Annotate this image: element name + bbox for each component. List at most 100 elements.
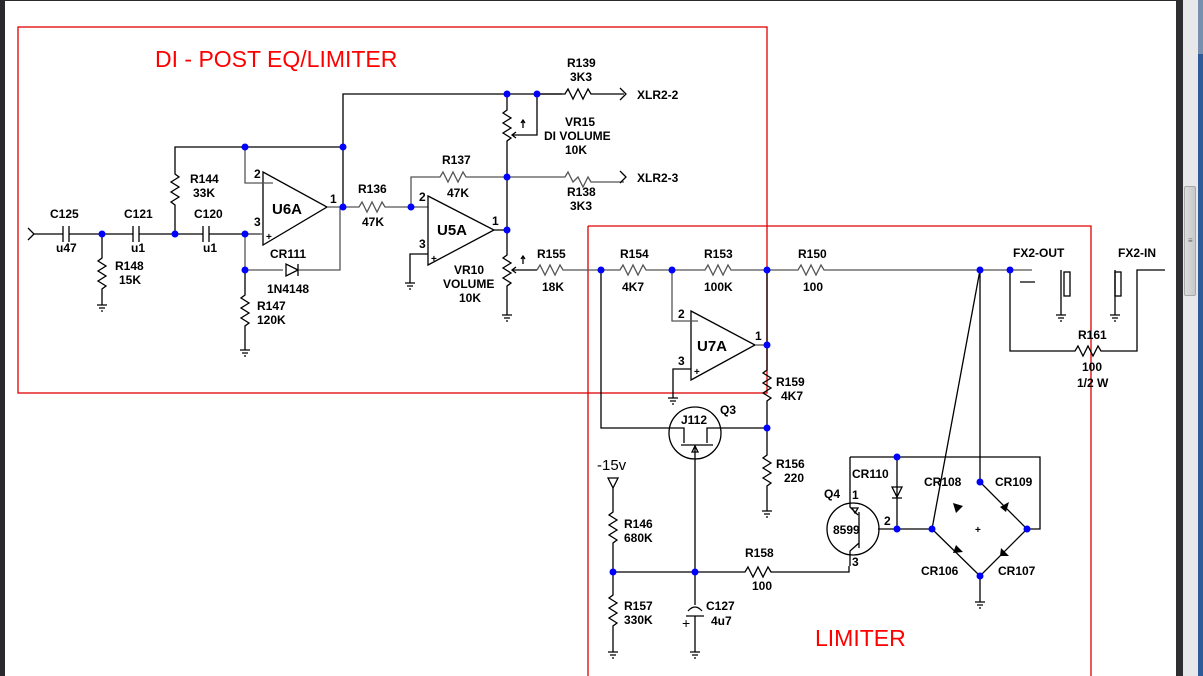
capacitor-c121 bbox=[132, 226, 140, 242]
fx2-out-jack-icon bbox=[1063, 271, 1071, 297]
fx2-in-jack-icon bbox=[1114, 271, 1122, 297]
resistor-r138 bbox=[507, 170, 624, 189]
cr108-ref: CR108 bbox=[924, 475, 962, 489]
u5a-pin-3: 3 bbox=[419, 237, 426, 251]
ground-icon bbox=[608, 651, 618, 659]
vr10-ref: VR10 bbox=[454, 263, 484, 277]
ground-icon bbox=[97, 304, 107, 312]
ground-icon bbox=[405, 282, 415, 290]
vr15-ref: VR15 bbox=[565, 115, 595, 129]
net-label-xlr2-3: XLR2-3 bbox=[637, 171, 679, 185]
grip-icon: ≡ bbox=[1188, 236, 1193, 245]
q4-pin-3: 3 bbox=[852, 555, 859, 569]
net-label-xlr2-2: XLR2-2 bbox=[637, 88, 679, 102]
neg15v-supply-icon bbox=[606, 477, 620, 490]
ground-icon bbox=[690, 651, 700, 659]
svg-text:+: + bbox=[266, 232, 272, 243]
vr15-value: 10K bbox=[565, 143, 587, 157]
vr10-name: VOLUME bbox=[443, 277, 494, 291]
c121-ref: C121 bbox=[124, 207, 153, 221]
resistor-r137 bbox=[410, 170, 507, 207]
svg-text:+: + bbox=[431, 254, 437, 265]
r156-value: 220 bbox=[784, 471, 804, 485]
di-post-section-box bbox=[17, 26, 768, 394]
r159-value: 4K7 bbox=[781, 389, 803, 403]
r138-ref: R138 bbox=[567, 185, 596, 199]
cr109-ref: CR109 bbox=[995, 475, 1033, 489]
r138-value: 3K3 bbox=[570, 199, 592, 213]
capacitor-c120 bbox=[202, 226, 210, 242]
bridge-diode-arrows-icon bbox=[953, 502, 1009, 556]
vr10-arrow-icon bbox=[520, 254, 526, 264]
ground-icon bbox=[762, 510, 772, 518]
limiter-section-box bbox=[587, 225, 1092, 676]
opamp-u7a bbox=[690, 309, 757, 382]
opamp-u6a bbox=[262, 170, 329, 247]
u6a-ref: U6A bbox=[272, 201, 302, 218]
r146-value: 680K bbox=[624, 531, 653, 545]
u7a-ref: U7A bbox=[697, 338, 727, 355]
r153-value: 100K bbox=[704, 280, 733, 294]
r161-rating: 1/2 W bbox=[1077, 376, 1109, 390]
r136-ref: R136 bbox=[358, 182, 387, 196]
vr15-arrow-icon bbox=[520, 118, 526, 128]
u5a-pin-1: 1 bbox=[492, 214, 499, 228]
cr110-ref: CR110 bbox=[852, 467, 889, 481]
u6a-pin-3: 3 bbox=[254, 215, 261, 229]
r136-value: 47K bbox=[362, 215, 384, 229]
cr111-ref: CR111 bbox=[270, 247, 306, 261]
q4-pin-2: 2 bbox=[884, 514, 891, 528]
fx2-jack-wires bbox=[1020, 270, 1116, 315]
schematic-canvas: DI - POST EQ/LIMITER LIMITER C125 u47 C1… bbox=[5, 1, 1176, 676]
q4-value: 8599 bbox=[833, 523, 860, 537]
vr15-wiper bbox=[510, 94, 538, 139]
r161-ref: R161 bbox=[1078, 328, 1107, 342]
c121-value: u1 bbox=[131, 241, 145, 255]
opamp-u5a bbox=[427, 194, 496, 267]
limiter-main-wire bbox=[601, 263, 1032, 277]
potentiometer-vr15 bbox=[501, 94, 513, 230]
r150-ref: R150 bbox=[798, 247, 827, 261]
section-title-limiter: LIMITER bbox=[815, 625, 906, 651]
q4-wires bbox=[849, 457, 897, 566]
q3-gate-arrow-icon bbox=[690, 444, 700, 453]
ground-icon bbox=[975, 601, 985, 609]
ground-icon bbox=[502, 314, 512, 322]
resistor-r158 bbox=[695, 565, 850, 579]
u5a-ref: U5A bbox=[437, 222, 467, 239]
r153-ref: R153 bbox=[704, 247, 733, 261]
u7a-pin-3: 3 bbox=[678, 354, 685, 368]
resistor-r139 bbox=[537, 87, 624, 101]
r157-value: 330K bbox=[624, 613, 653, 627]
q4-pin-1: 1 bbox=[852, 488, 859, 502]
q4-ref: Q4 bbox=[824, 487, 840, 501]
r139-value: 3K3 bbox=[570, 70, 592, 84]
r154-ref: R154 bbox=[620, 247, 649, 261]
r156-ref: R156 bbox=[776, 457, 805, 471]
vr15-name: DI VOLUME bbox=[544, 129, 611, 143]
cr111-value: 1N4148 bbox=[267, 282, 309, 296]
xlr2-2-connector bbox=[619, 87, 627, 101]
u5a-pin-2: 2 bbox=[419, 190, 426, 204]
r146-ref: R146 bbox=[624, 517, 653, 531]
desktop-edge bbox=[1198, 0, 1203, 676]
cr106-ref: CR106 bbox=[921, 564, 959, 578]
r150-value: 100 bbox=[803, 280, 823, 294]
bridge-plus-label: + bbox=[975, 525, 981, 536]
ground-icon bbox=[668, 397, 678, 405]
c127-ref: C127 bbox=[706, 599, 735, 613]
r147-value: 120K bbox=[257, 313, 286, 327]
vertical-scrollbar[interactable]: ≡ bbox=[1183, 0, 1198, 676]
q4-emitter-arrow-icon bbox=[850, 507, 860, 515]
scrollbar-thumb[interactable]: ≡ bbox=[1184, 186, 1196, 296]
r161-value: 100 bbox=[1082, 360, 1102, 374]
r158-value: 100 bbox=[752, 579, 772, 593]
section-title-di-post: DI - POST EQ/LIMITER bbox=[155, 46, 397, 72]
c127-value: 4u7 bbox=[711, 614, 732, 628]
diode-bridge bbox=[931, 269, 1028, 602]
r148-ref: R148 bbox=[115, 259, 144, 273]
resistor-r144 bbox=[169, 146, 343, 234]
r158-ref: R158 bbox=[745, 546, 774, 560]
r154-value: 4K7 bbox=[622, 280, 644, 294]
potentiometer-vr10 bbox=[501, 230, 513, 315]
